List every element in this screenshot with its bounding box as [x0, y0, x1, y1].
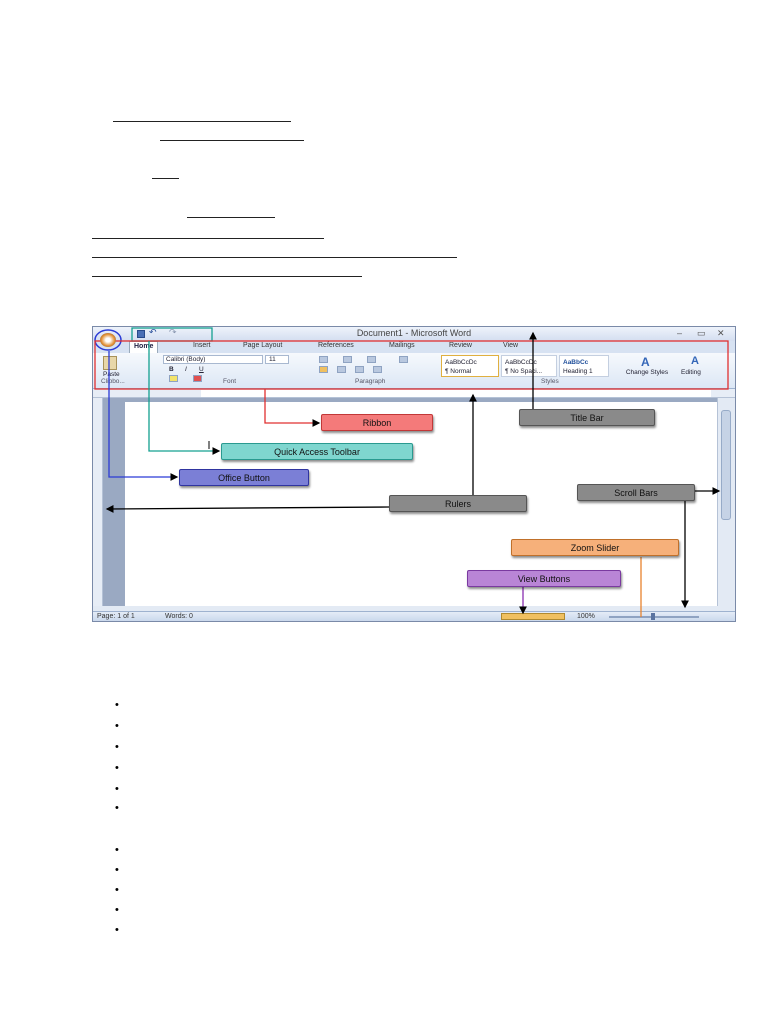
bullet-10: •: [115, 904, 119, 916]
ribbon: Paste Clipbo... Calibri (Body) 11 B I U …: [93, 353, 735, 389]
status-page: Page: 1 of 1: [97, 613, 135, 620]
close-icon[interactable]: ✕: [717, 328, 725, 338]
paste-label[interactable]: Paste: [103, 371, 120, 378]
undo-icon[interactable]: ↶: [149, 327, 157, 337]
bullet-1: •: [115, 699, 119, 711]
redo-icon[interactable]: ↷: [169, 327, 177, 337]
status-zoom: 100%: [577, 613, 595, 620]
word-window-figure: ↶ ↷ Document1 - Microsoft Word – ▭ ✕ Hom…: [92, 326, 736, 622]
minimize-icon[interactable]: –: [677, 328, 683, 338]
editing-button[interactable]: Editing: [681, 369, 701, 376]
underline-3: [152, 178, 179, 179]
bullet-5: •: [115, 783, 119, 795]
bullet-8: •: [115, 864, 119, 876]
font-name-select[interactable]: Calibri (Body): [163, 355, 263, 364]
font-color-icon[interactable]: [193, 375, 202, 382]
multilevel-icon[interactable]: [367, 356, 376, 363]
callout-scroll-bars: Scroll Bars: [577, 484, 695, 501]
bullet-3: •: [115, 741, 119, 753]
tab-page-layout[interactable]: Page Layout: [243, 342, 283, 349]
change-styles-icon[interactable]: A: [641, 355, 650, 369]
tab-mailings[interactable]: Mailings: [389, 342, 415, 349]
horizontal-scrollbar[interactable]: [93, 606, 735, 611]
align-left-icon[interactable]: [319, 366, 328, 373]
annotation-lines: [94, 327, 729, 617]
bullet-7: •: [115, 844, 119, 856]
rulers-line-left: [105, 505, 390, 513]
callout-title-bar: Title Bar: [519, 409, 655, 426]
justify-icon[interactable]: [373, 366, 382, 373]
tab-review[interactable]: Review: [449, 342, 472, 349]
numbering-icon[interactable]: [343, 356, 352, 363]
view-buttons[interactable]: [501, 613, 565, 620]
group-paragraph: Paragraph: [355, 378, 386, 385]
underline-5: [92, 238, 324, 239]
text-highlight-icon[interactable]: [169, 375, 178, 382]
office-button-highlight: [94, 329, 122, 351]
ribbon-line: [264, 389, 321, 427]
bullet-4: •: [115, 762, 119, 774]
bullet-9: •: [115, 884, 119, 896]
maximize-icon[interactable]: ▭: [697, 328, 706, 338]
style-heading-1[interactable]: AaBbCc Heading 1: [559, 355, 609, 377]
underline-1: [113, 121, 291, 122]
style-no-spacing[interactable]: AaBbCcDc ¶ No Spaci...: [501, 355, 557, 377]
status-words: Words: 0: [165, 613, 193, 620]
vertical-ruler[interactable]: [93, 398, 103, 606]
italic-icon[interactable]: I: [185, 366, 187, 373]
bullets-icon[interactable]: [319, 356, 328, 363]
change-styles-button[interactable]: Change Styles: [625, 369, 669, 376]
window-title: Document1 - Microsoft Word: [356, 328, 472, 338]
paste-icon[interactable]: [103, 356, 117, 370]
underline-6: [92, 257, 457, 258]
bullet-6: •: [115, 802, 119, 814]
zoom-slider-thumb[interactable]: [651, 613, 655, 620]
callout-rulers: Rulers: [389, 495, 527, 512]
quick-access-highlight: [131, 327, 213, 342]
title-bar: ↶ ↷ Document1 - Microsoft Word – ▭ ✕: [93, 327, 735, 341]
underline-icon[interactable]: U: [199, 366, 204, 373]
style-normal[interactable]: AaBbCcDc ¶ Normal: [441, 355, 499, 377]
horizontal-ruler[interactable]: [93, 389, 735, 398]
tab-view[interactable]: View: [503, 342, 519, 349]
vertical-scrollbar[interactable]: [717, 398, 735, 606]
underline-4: [187, 217, 275, 218]
ribbon-highlight: [94, 340, 729, 390]
align-center-icon[interactable]: [337, 366, 346, 373]
scroll-thumb[interactable]: [721, 410, 731, 520]
align-right-icon[interactable]: [355, 366, 364, 373]
callout-zoom-slider: Zoom Slider: [511, 539, 679, 556]
font-size-select[interactable]: 11: [265, 355, 289, 364]
tab-references[interactable]: References: [318, 342, 354, 349]
callout-view-buttons: View Buttons: [467, 570, 621, 587]
callout-office-button: Office Button: [179, 469, 309, 486]
bold-icon[interactable]: B: [169, 366, 174, 373]
callout-quick-access-toolbar: Quick Access Toolbar: [221, 443, 413, 460]
underline-2: [160, 140, 304, 141]
group-styles: Styles: [541, 378, 559, 385]
ribbon-tabs: Home Insert Page Layout References Maili…: [93, 341, 735, 353]
underline-7: [92, 276, 362, 277]
bullet-2: •: [115, 720, 119, 732]
office-logo-icon[interactable]: [100, 333, 116, 347]
tab-insert[interactable]: Insert: [193, 342, 211, 349]
status-bar: Page: 1 of 1 Words: 0 100%: [93, 611, 735, 621]
save-icon[interactable]: [137, 330, 145, 338]
find-icon[interactable]: A: [691, 355, 699, 367]
quick-access-line: [148, 341, 221, 455]
group-clipboard: Clipbo...: [101, 378, 125, 385]
callout-ribbon: Ribbon: [321, 414, 433, 431]
indent-icon[interactable]: [399, 356, 408, 363]
group-font: Font: [223, 378, 237, 385]
bullet-11: •: [115, 924, 119, 936]
office-button-line: [108, 351, 179, 481]
